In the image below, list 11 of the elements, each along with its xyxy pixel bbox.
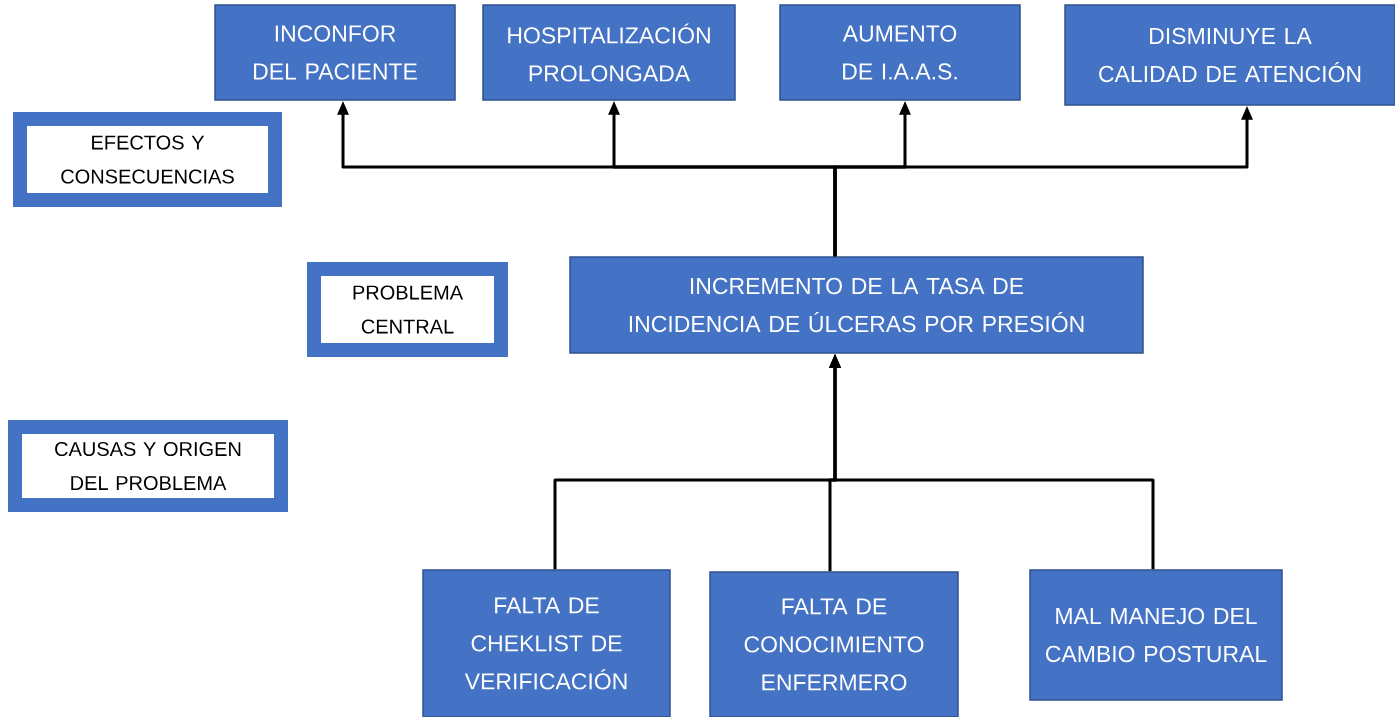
process-box: DISMINUYE LA CALIDAD DE ATENCIÓN — [1064, 4, 1395, 106]
process-box: MAL MANEJO DEL CAMBIO POSTURAL — [1029, 569, 1283, 701]
process-box: FALTA DE CONOCIMIENTO ENFERMERO — [709, 571, 959, 717]
section-label: CAUSAS Y ORIGEN DEL PROBLEMA — [8, 420, 288, 512]
section-label: EFECTOS Y CONSECUENCIAS — [13, 112, 282, 207]
process-box: INCREMENTO DE LA TASA DE INCIDENCIA DE ÚLCERAS POR PRESIÓN — [569, 256, 1144, 354]
section-label: PROBLEMA CENTRAL — [307, 262, 508, 357]
process-box: INCONFOR DEL PACIENTE — [214, 4, 456, 101]
process-box: FALTA DE CHEKLIST DE VERIFICACIÓN — [422, 569, 671, 717]
process-box: AUMENTO DE I.A.A.S. — [779, 4, 1021, 101]
process-box: HOSPITALIZACIÓN PROLONGADA — [482, 4, 736, 101]
